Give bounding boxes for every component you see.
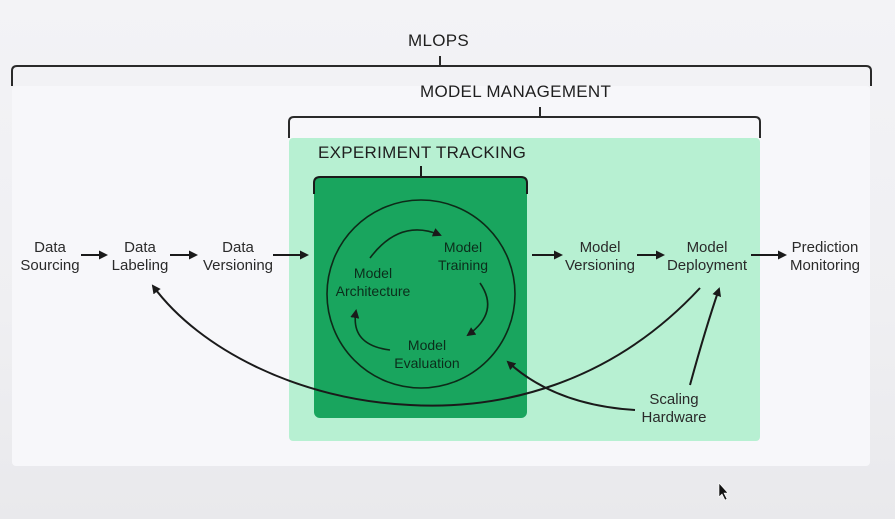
node-model-versioning-line2: Versioning [564,257,636,274]
node-model-evaluation-line1: Model [407,337,447,353]
node-data-versioning: Data Versioning [198,239,278,275]
mouse-cursor-icon [718,482,729,501]
node-model-deployment: Model Deployment [662,239,752,275]
node-model-architecture-line2: Architecture [335,283,411,299]
arrow-evaluation-to-architecture [350,309,391,351]
node-model-architecture: Model Architecture [326,264,420,300]
model-management-bracket [288,116,761,138]
arrow-deployment-to-labeling [151,284,701,407]
node-data-sourcing-line2: Sourcing [20,257,80,274]
node-model-evaluation-line2: Evaluation [394,355,460,371]
arrow-hardware-to-evaluation [506,360,636,411]
node-data-labeling-line2: Labeling [111,257,169,274]
mlops-title: MLOPS [408,31,470,50]
node-data-sourcing-line1: Data [34,239,66,256]
node-data-labeling-line1: Data [124,239,156,256]
node-scaling-hardware-line1: Scaling [649,391,699,408]
node-model-training: Model Training [425,238,501,274]
node-scaling-hardware-line2: Hardware [641,409,707,426]
experiment-tracking-box [314,177,527,418]
node-data-labeling: Data Labeling [105,239,175,275]
node-prediction-monitoring-line2: Monitoring [789,257,861,274]
node-model-versioning-line1: Model [579,239,621,256]
arrow-hardware-to-deployment [689,287,721,386]
arrow-architecture-to-training [369,228,442,259]
arrow-training-to-evaluation [466,282,489,337]
node-model-training-line2: Training [437,257,489,273]
node-model-deployment-line2: Deployment [666,257,748,274]
node-data-sourcing: Data Sourcing [15,239,85,275]
node-model-training-line1: Model [443,239,483,255]
mlops-bracket [11,65,872,86]
node-data-versioning-line1: Data [222,239,254,256]
node-scaling-hardware: Scaling Hardware [632,391,716,427]
experiment-tracking-bracket [313,176,528,194]
node-model-evaluation: Model Evaluation [385,336,469,372]
experiment-tracking-title: EXPERIMENT TRACKING [318,143,527,162]
node-data-versioning-line2: Versioning [202,257,274,274]
model-management-title: MODEL MANAGEMENT [420,82,612,101]
node-model-versioning: Model Versioning [560,239,640,275]
node-prediction-monitoring: Prediction Monitoring [782,239,868,275]
node-model-architecture-line1: Model [353,265,393,281]
node-model-deployment-line1: Model [686,239,728,256]
cycle-circle [326,199,516,389]
node-prediction-monitoring-line1: Prediction [791,239,859,256]
